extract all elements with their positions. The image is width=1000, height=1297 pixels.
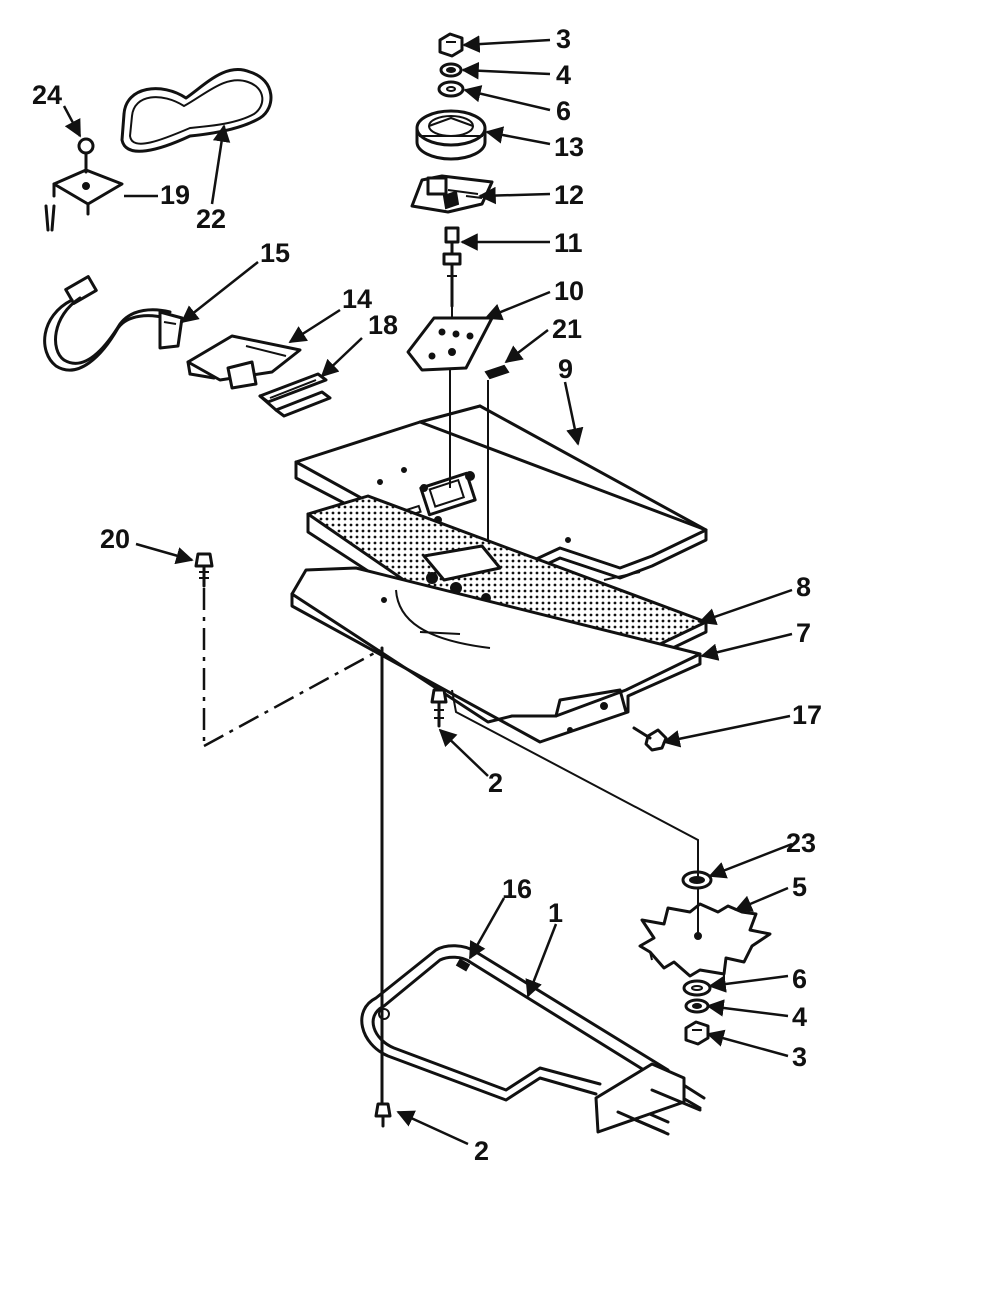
callout-8: 8	[796, 572, 811, 602]
callout-23: 23	[786, 828, 816, 858]
assembly-lines	[202, 306, 699, 1106]
callout-11: 11	[554, 228, 583, 258]
screw-24	[77, 137, 95, 174]
base-panel	[290, 566, 702, 744]
callout-labels: 3 4 6 13 12 11 10 21 9 24 19 22 15 14 18…	[32, 24, 822, 1166]
washer-flat-top	[437, 80, 465, 98]
callout-2-bottom: 2	[474, 1136, 489, 1166]
washer-top	[439, 62, 463, 78]
pulley	[415, 109, 487, 161]
callout-9: 9	[558, 354, 573, 384]
mounting-plate	[406, 316, 494, 372]
wire-harness	[43, 275, 184, 372]
callout-7: 7	[796, 618, 811, 648]
callout-18: 18	[368, 310, 398, 340]
bracket-14	[186, 334, 302, 390]
callout-13: 13	[554, 132, 584, 162]
callout-24: 24	[32, 80, 62, 110]
screw-20	[194, 552, 214, 588]
callout-4-bottom: 4	[792, 1002, 807, 1032]
callout-6-top: 6	[556, 96, 571, 126]
washer-bottom-4	[684, 998, 710, 1014]
nut-top	[438, 32, 464, 58]
callout-20: 20	[100, 524, 130, 554]
callout-6-bottom: 6	[792, 964, 807, 994]
callout-12: 12	[554, 180, 584, 210]
leader-lines	[62, 35, 793, 1146]
callout-14: 14	[342, 284, 372, 314]
clip-21	[484, 364, 510, 380]
callout-22: 22	[196, 204, 226, 234]
clip-18	[258, 372, 332, 418]
stirrer-blade	[638, 902, 772, 980]
nut-bottom	[684, 1020, 710, 1046]
drive-belt	[120, 68, 273, 153]
callout-5: 5	[792, 872, 807, 902]
washer-bottom-6	[682, 979, 712, 997]
callout-21: 21	[552, 314, 582, 344]
callout-3-bottom: 3	[792, 1042, 807, 1072]
motor-bracket	[410, 174, 494, 214]
bracket-19	[44, 168, 124, 232]
callout-16: 16	[502, 874, 532, 904]
callout-1: 1	[548, 898, 563, 928]
callout-10: 10	[554, 276, 584, 306]
callout-17: 17	[792, 700, 822, 730]
callout-4-top: 4	[556, 60, 571, 90]
callout-15: 15	[260, 238, 290, 268]
screw-17	[632, 726, 668, 752]
screw-2-mid	[430, 688, 448, 728]
callout-3-top: 3	[556, 24, 571, 54]
callout-2-mid: 2	[488, 768, 503, 798]
heating-element	[360, 944, 706, 1136]
callout-19: 19	[160, 180, 190, 210]
screw-2-bottom	[374, 1102, 392, 1128]
drive-shaft	[442, 226, 462, 308]
